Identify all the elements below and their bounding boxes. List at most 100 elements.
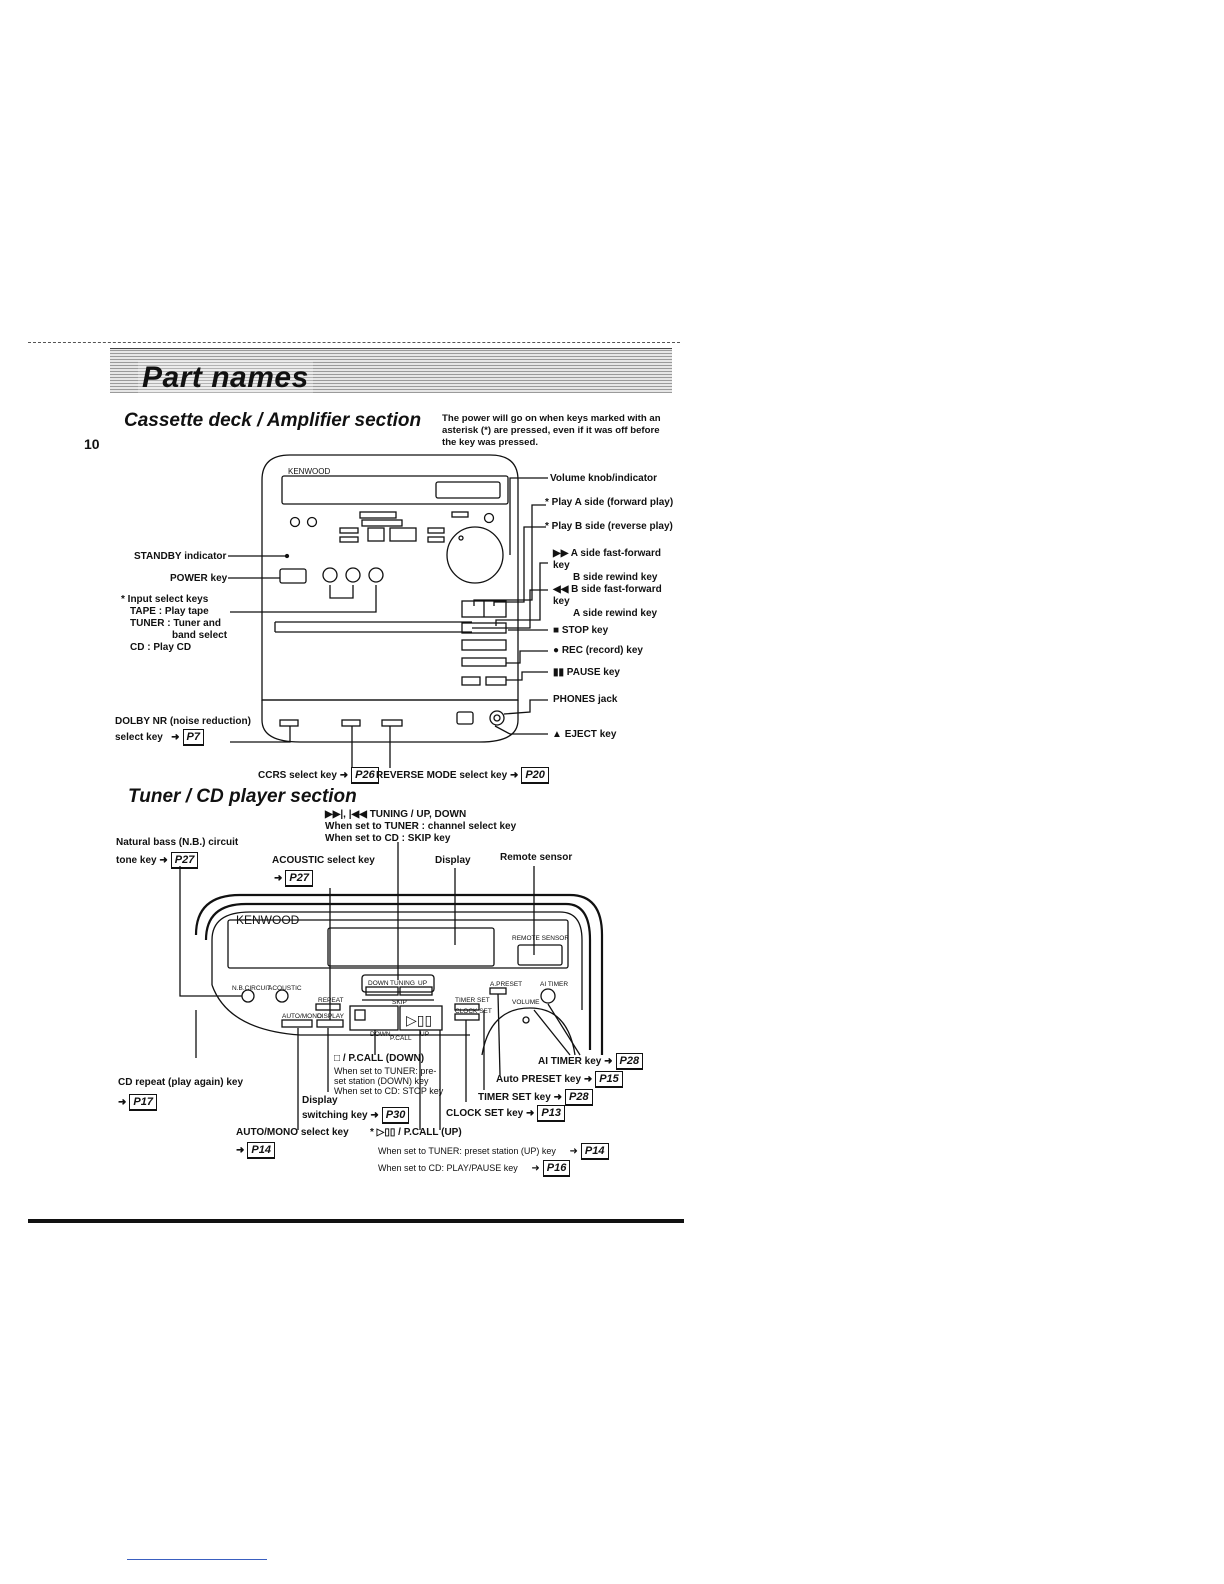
- panel-acoustic: ACOUSTIC: [268, 985, 302, 992]
- tuning-label-3: When set to CD : SKIP key: [325, 833, 451, 844]
- cd-repeat-label: CD repeat (play again) key: [118, 1077, 244, 1088]
- dolby-page-ref: P7: [182, 729, 205, 746]
- ref-arrow-icon: ➜: [526, 1108, 535, 1119]
- ff-a-alt-label: B side rewind key: [573, 572, 658, 583]
- input-tuner-label-2: band select: [172, 630, 228, 641]
- panel-down: DOWN: [368, 980, 389, 987]
- dolby-label: DOLBY NR (noise reduction): [115, 716, 251, 727]
- display-switch-label-2: switching key ➜P30: [302, 1107, 410, 1124]
- ff-b-alt-label: A side rewind key: [573, 608, 658, 619]
- remote-sensor-label: Remote sensor: [500, 852, 573, 863]
- reverse-page-ref: P20: [521, 767, 549, 784]
- panel-automono: AUTO/MONO: [282, 1013, 322, 1020]
- ref-arrow-icon: ➜: [339, 770, 349, 781]
- input-tape-label: TAPE : Play tape: [130, 606, 209, 617]
- input-tuner-label: TUNER : Tuner and: [130, 618, 221, 629]
- panel-tuning: TUNING: [390, 980, 415, 987]
- panel-volume: VOLUME: [512, 999, 540, 1006]
- stop-label: ■ STOP key: [553, 625, 609, 636]
- play-pcall-cd-page-ref: P16: [542, 1160, 571, 1177]
- play-pcall-label: * ▷▯▯ / P.CALL (UP): [370, 1127, 462, 1138]
- cassette-brand: KENWOOD: [288, 467, 330, 476]
- timer-set-label: TIMER SET key ➜P28: [478, 1089, 593, 1106]
- play-pcall-tuner-page-ref: P14: [580, 1143, 609, 1160]
- ref-arrow-icon: ➜: [274, 873, 283, 884]
- nb-page-ref: P27: [170, 852, 199, 869]
- eject-icon: ▲: [552, 729, 565, 740]
- reverse-mode-label: REVERSE MODE select key ➜P20: [376, 767, 549, 784]
- standby-label: STANDBY indicator: [134, 551, 227, 562]
- tuner-brand: KENWOOD: [236, 913, 300, 927]
- auto-mono-label: AUTO/MONO select key: [236, 1127, 349, 1138]
- clock-set-label: CLOCK SET key ➜P13: [446, 1105, 565, 1122]
- rew-icon: ◀◀: [553, 584, 572, 595]
- ref-arrow-icon: ➜: [118, 1097, 127, 1108]
- panel-timerset: TIMER SET: [455, 997, 490, 1004]
- ref-arrow-icon: ➜: [520, 1163, 540, 1174]
- acoustic-ref-line: ➜P27: [274, 870, 313, 887]
- ai-timer-page-ref: P28: [615, 1053, 644, 1070]
- panel-down-2: DOWN: [370, 1031, 391, 1038]
- tuner-section-heading: Tuner / CD player section: [128, 786, 357, 807]
- top-dashed-rule: [28, 342, 680, 343]
- panel-aitimer: AI TIMER: [540, 981, 568, 988]
- skip-icons: ▶▶|, |◀◀: [325, 809, 370, 820]
- play-pcall-desc-2: When set to CD: PLAY/PAUSE key ➜P16: [378, 1160, 571, 1177]
- ref-arrow-icon: ➜: [236, 1145, 245, 1156]
- panel-repeat: REPEAT: [318, 997, 344, 1004]
- cd-repeat-page-ref: P17: [129, 1094, 157, 1111]
- ref-arrow-icon: ➜: [558, 1146, 578, 1157]
- ccrs-page-ref: P26: [351, 767, 379, 784]
- play-b-label: * Play B side (reverse play): [545, 521, 673, 532]
- acoustic-label: ACOUSTIC select key: [272, 855, 375, 866]
- panel-skip: SKIP: [392, 999, 407, 1006]
- volume-label: Volume knob/indicator: [550, 473, 658, 484]
- input-select-title: * Input select keys: [121, 594, 209, 605]
- auto-mono-ref-line: ➜P14: [236, 1142, 275, 1159]
- stop-icon: ■: [553, 625, 562, 636]
- panel-nbcircuit: N.B.CIRCUIT: [232, 985, 271, 992]
- panel-apreset: A.PRESET: [490, 981, 522, 988]
- page-number: 10: [84, 436, 100, 452]
- rec-label: ● REC (record) key: [553, 645, 643, 656]
- bottom-rule: [28, 1219, 684, 1223]
- page-title: Part names: [138, 361, 313, 395]
- play-pcall-desc-1: When set to TUNER: preset station (UP) k…: [378, 1143, 609, 1160]
- panel-remote-sensor: REMOTE SENSOR: [512, 935, 569, 942]
- stop-pcall-desc-1: When set to TUNER: pre-: [334, 1066, 437, 1076]
- ccrs-label: CCRS select key ➜P26: [258, 767, 379, 784]
- footer-link-line: [127, 1559, 267, 1560]
- title-banner: [110, 348, 672, 393]
- auto-preset-label: Auto PRESET key ➜P15: [496, 1071, 623, 1088]
- display-switch-page-ref: P30: [381, 1107, 410, 1124]
- ref-arrow-icon: ➜: [165, 732, 180, 743]
- auto-mono-page-ref: P14: [247, 1142, 275, 1159]
- ref-arrow-icon: ➜: [583, 1074, 593, 1085]
- power-note: The power will go on when keys marked wi…: [442, 413, 661, 448]
- cassette-section-heading: Cassette deck / Amplifier section: [124, 410, 422, 431]
- stop-pcall-desc-2: set station (DOWN) key: [334, 1076, 429, 1086]
- eject-label: ▲ EJECT key: [552, 729, 617, 740]
- display-switch-label: Display: [302, 1095, 338, 1106]
- cd-repeat-ref-line: ➜P17: [118, 1094, 157, 1111]
- clock-set-page-ref: P13: [537, 1105, 565, 1122]
- play-pause-icon: ▷▯▯: [406, 1012, 432, 1028]
- ref-arrow-icon: ➜: [370, 1110, 379, 1121]
- pause-icon: ▮▮: [553, 667, 567, 678]
- panel-clockset: CLOCK SET: [455, 1008, 492, 1015]
- tuning-label-2: When set to TUNER : channel select key: [325, 821, 517, 832]
- ff-a-icon: ▶▶: [553, 548, 571, 559]
- nb-label-2: tone key ➜P27: [116, 852, 199, 869]
- tuning-label: ▶▶|, |◀◀ TUNING / UP, DOWN: [325, 809, 467, 820]
- nb-label: Natural bass (N.B.) circuit: [116, 837, 239, 848]
- input-cd-label: CD : Play CD: [130, 642, 192, 653]
- ref-arrow-icon: ➜: [553, 1092, 562, 1103]
- dolby-label-2: select key ➜P7: [115, 729, 205, 746]
- display-label: Display: [435, 855, 471, 866]
- ref-arrow-icon: ➜: [159, 855, 168, 866]
- play-a-label: * Play A side (forward play): [545, 497, 674, 508]
- ref-arrow-icon: ➜: [509, 770, 519, 781]
- power-label: POWER key: [170, 573, 228, 584]
